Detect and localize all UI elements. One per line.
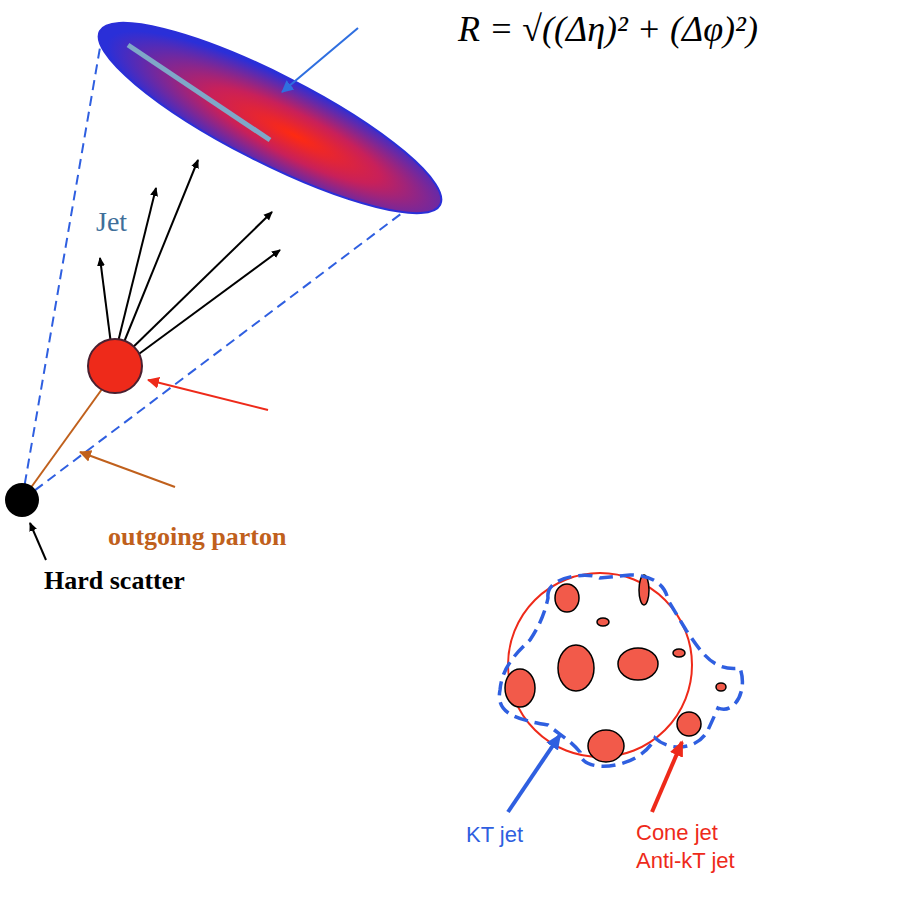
formula-label: R = √((Δη)² + (Δφ)²)	[458, 8, 758, 50]
kt-jet-label: KT jet	[466, 822, 523, 848]
antikt-jet-label: Anti-kT jet	[636, 848, 735, 874]
parton-label: outgoing parton	[108, 522, 286, 552]
scatter-label: Hard scatter	[44, 566, 185, 596]
cone-jet-label: Cone jet	[636, 820, 718, 846]
jet-label: Jet	[96, 206, 127, 238]
